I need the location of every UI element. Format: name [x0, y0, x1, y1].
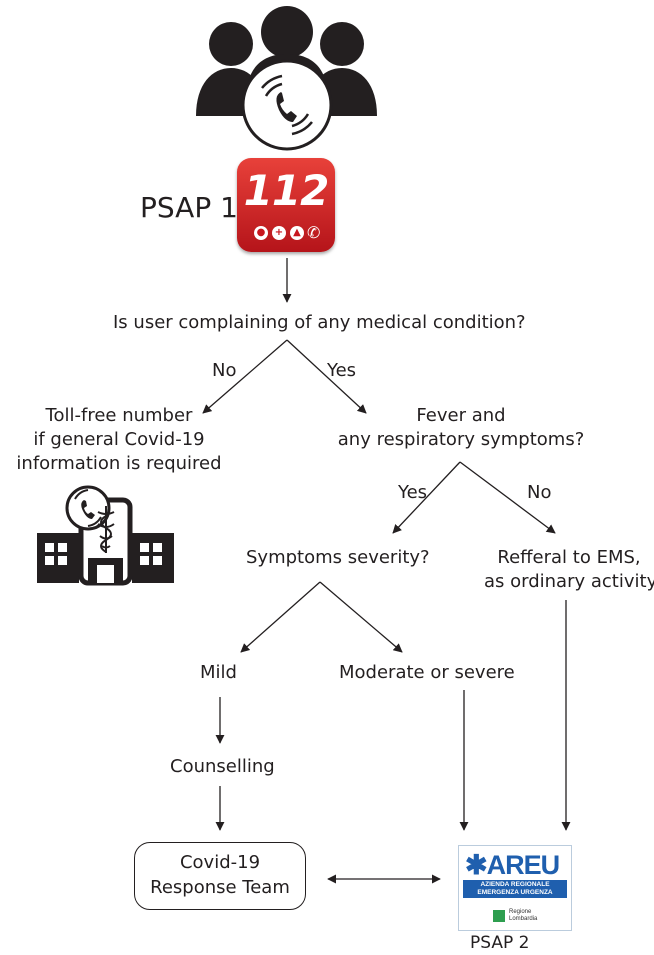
arrow-fever-to-no	[459, 461, 556, 534]
yes-label: Yes	[327, 360, 357, 381]
symptoms-severity-question: Symptoms severity?	[246, 547, 430, 568]
lombardia-emblem-icon	[493, 910, 505, 922]
badge-number: 112	[243, 166, 330, 215]
psap1-label: PSAP 1	[140, 191, 238, 224]
counselling-label: Counselling	[170, 756, 275, 777]
arrow-severity-to-mild	[240, 581, 321, 653]
phone-handset-icon: ✆	[307, 223, 321, 242]
areu-subtitle: AZIENDA REGIONALE EMERGENZA URGENZA	[463, 880, 567, 898]
fever-yes-label: Yes	[398, 482, 428, 503]
hospital-icon	[37, 485, 174, 586]
areu-logo: ✱AREU AZIENDA REGIONALE EMERGENZA URGENZ…	[458, 845, 572, 931]
fever-question: Fever and any respiratory symptoms?	[337, 405, 585, 450]
emergency-112-badge: 112 ● + ▲ ✆	[237, 158, 335, 252]
medical-caduceus-icon	[97, 506, 115, 553]
psap2-label: PSAP 2	[470, 933, 530, 953]
police-icon: ●	[254, 226, 268, 240]
phone-icon	[241, 59, 333, 151]
flow-arrows	[202, 258, 571, 884]
response-team-box: Covid-19 Response Team	[134, 842, 306, 910]
no-label: No	[212, 360, 237, 381]
areu-brand: ✱AREU	[465, 850, 560, 880]
lombardia-text: Regione Lombardia	[509, 909, 538, 922]
arrow-fever-to-yes	[392, 461, 461, 534]
arrow-question-to-no	[202, 339, 288, 414]
medical-condition-question: Is user complaining of any medical condi…	[113, 312, 526, 333]
tollfree-text: Toll-free number if general Covid-19 inf…	[16, 405, 222, 474]
mild-label: Mild	[200, 662, 237, 683]
moderate-severe-label: Moderate or severe	[339, 662, 515, 683]
arrow-severity-to-moderate	[319, 581, 403, 653]
referral-text: Refferal to EMS, as ordinary activity	[484, 547, 654, 592]
medical-cross-icon: +	[272, 226, 286, 240]
fever-no-label: No	[527, 482, 552, 503]
fire-icon: ▲	[290, 226, 304, 240]
arrow-question-to-yes	[286, 339, 367, 414]
